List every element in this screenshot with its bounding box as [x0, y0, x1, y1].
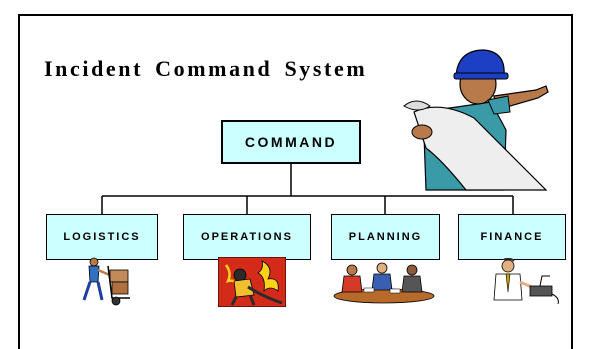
worker-with-hand-truck-icon — [82, 257, 130, 306]
firefighter-with-hose-icon — [218, 257, 286, 307]
slide-frame — [18, 14, 573, 349]
command-box: COMMAND — [221, 120, 361, 164]
person-at-adding-machine-icon — [493, 258, 559, 305]
diagram-title: Incident Command System — [44, 56, 368, 81]
logistics-box: LOGISTICS — [46, 214, 158, 260]
finance-box: FINANCE — [458, 214, 566, 260]
planning-box: PLANNING — [331, 214, 440, 260]
people-meeting-at-table-icon — [333, 262, 435, 304]
engineer-with-blueprint-icon — [403, 49, 549, 191]
operations-box: OPERATIONS — [183, 214, 311, 260]
